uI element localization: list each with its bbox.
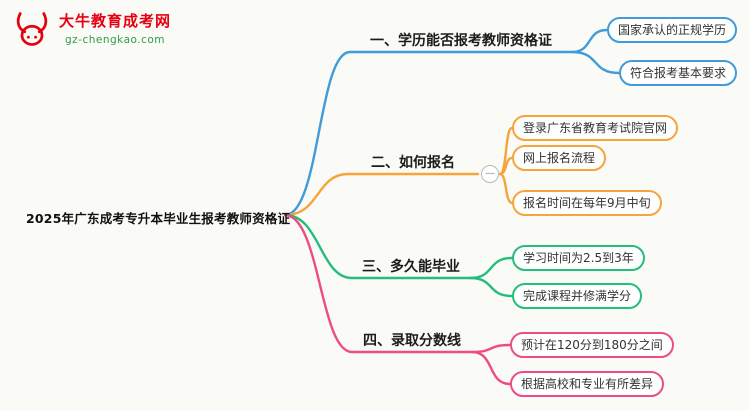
branch-connector [468,256,514,280]
branch-label: 二、如何报名 [371,155,455,171]
branch-label: 三、多久能毕业 [362,259,460,275]
branch-connector [283,172,480,217]
leaf-node: 完成课程并修满学分 [512,283,643,309]
branch-connector [470,343,512,354]
branch-connector [283,213,472,280]
site-logo: 大牛教育成考网 gz-chengkao.com [12,10,171,48]
bull-logo-icon [16,12,48,46]
branch-connector [468,276,514,298]
branch-connector [470,350,512,386]
branch-connector [283,213,474,354]
branch-label: 四、录取分数线 [363,333,461,349]
leaf-node: 国家承认的正规学历 [606,17,737,43]
leaf-node: 根据高校和专业有所差异 [510,371,665,397]
logo-subtitle: gz-chengkao.com [65,34,166,46]
branch-connector [570,50,621,75]
root-node: 2025年广东成考专升本毕业生报考教师资格证 [26,211,291,226]
leaf-node: 登录广东省教育考试院官网 [512,115,679,141]
branch-label: 一、学历能否报考教师资格证 [370,33,552,49]
leaf-node: 学习时间为2.5到3年 [512,245,645,271]
leaf-node: 报名时间在每年9月中旬 [512,190,662,216]
collapse-toggle[interactable]: — [481,165,499,183]
leaf-node: 预计在120分到180分之间 [510,332,674,358]
leaf-node: 符合报考基本要求 [618,60,737,86]
leaf-node: 网上报名流程 [512,145,607,171]
branch-connector [570,28,609,54]
branch-connector [283,50,574,217]
branch-connector [498,172,514,205]
logo-title: 大牛教育成考网 [59,12,172,30]
